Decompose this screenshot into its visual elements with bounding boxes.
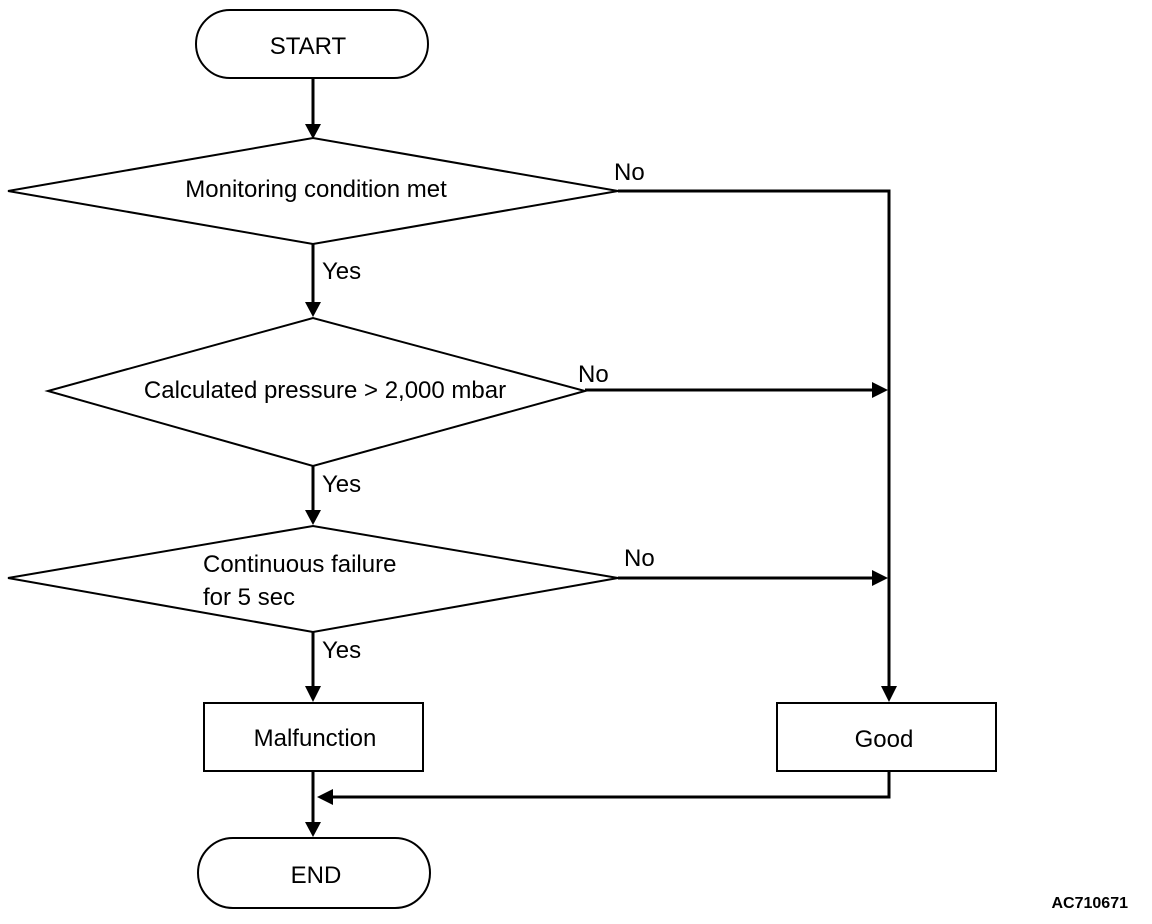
arrowhead-no-to-good — [881, 686, 897, 702]
no-label-decision3: No — [624, 545, 655, 572]
decision-calculated-pressure-label: Calculated pressure > 2,000 mbar — [144, 377, 506, 404]
decision-continuous-failure-label-line1: Continuous failure — [203, 551, 396, 578]
malfunction-label: Malfunction — [254, 725, 377, 752]
arrowhead-malfunction-to-end — [305, 822, 321, 837]
end-node: END — [197, 837, 431, 909]
arrowhead-decision2-yes — [305, 510, 321, 525]
figure-reference: AC710671 — [1052, 895, 1129, 912]
connector-good-to-end — [331, 771, 891, 799]
decision-continuous-failure-label-line2: for 5 sec — [203, 584, 295, 611]
no-label-decision1: No — [614, 159, 645, 186]
decision-monitoring-condition: Monitoring condition met — [7, 136, 619, 246]
good-box: Good — [776, 702, 997, 772]
end-label: END — [291, 862, 342, 889]
yes-label-decision1: Yes — [322, 258, 361, 285]
start-node: START — [195, 9, 429, 79]
arrowhead-decision2-no — [872, 382, 888, 398]
decision-continuous-failure: Continuous failure for 5 sec — [7, 524, 619, 634]
arrowhead-decision3-yes — [305, 686, 321, 702]
arrowhead-start-to-decision1 — [305, 124, 321, 139]
arrowhead-decision1-yes — [305, 302, 321, 317]
yes-label-decision2: Yes — [322, 471, 361, 498]
no-label-decision2: No — [578, 361, 609, 388]
decision-monitoring-condition-label: Monitoring condition met — [185, 176, 447, 203]
arrowhead-good-to-end — [317, 789, 333, 805]
arrowhead-decision3-no — [872, 570, 888, 586]
start-label: START — [270, 33, 347, 60]
connector-decision1-no — [618, 189, 891, 688]
decision-calculated-pressure: Calculated pressure > 2,000 mbar — [44, 316, 589, 468]
yes-label-decision3: Yes — [322, 637, 361, 664]
good-label: Good — [855, 726, 914, 753]
malfunction-box: Malfunction — [203, 702, 424, 772]
